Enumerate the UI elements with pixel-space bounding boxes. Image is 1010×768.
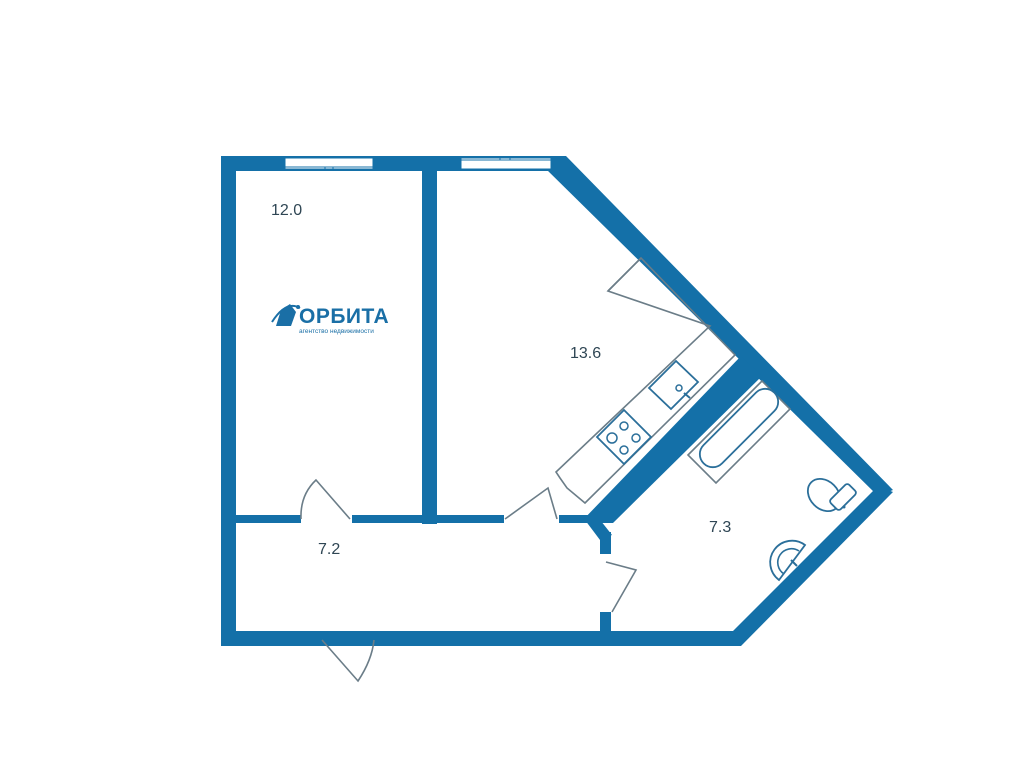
kitchen-sink	[647, 359, 700, 411]
window-kitchen	[460, 156, 552, 170]
kitchen-counter	[554, 256, 737, 505]
door-bathroom	[605, 561, 638, 613]
window-bedroom	[284, 157, 374, 171]
door-kitchen	[504, 486, 558, 520]
toilet	[806, 477, 857, 513]
room-area-kitchen: 13.6	[570, 345, 601, 362]
room-area-bathroom: 7.3	[709, 519, 731, 536]
orbit-house-icon	[271, 304, 301, 326]
logo-name: ОРБИТА	[299, 305, 389, 328]
outer-walls	[221, 156, 893, 646]
room-area-bedroom: 12.0	[271, 202, 302, 219]
door-bedroom	[300, 478, 351, 520]
room-area-hallway: 7.2	[318, 541, 340, 558]
washbasin	[769, 539, 807, 582]
bathtub	[686, 379, 792, 485]
agency-logo: ОРБИТА агентство недвижимости	[271, 304, 389, 335]
logo-tagline: агентство недвижимости	[299, 328, 374, 335]
kitchen-stove	[595, 408, 653, 466]
door-entrance	[321, 639, 375, 683]
interior-walls	[236, 156, 762, 632]
